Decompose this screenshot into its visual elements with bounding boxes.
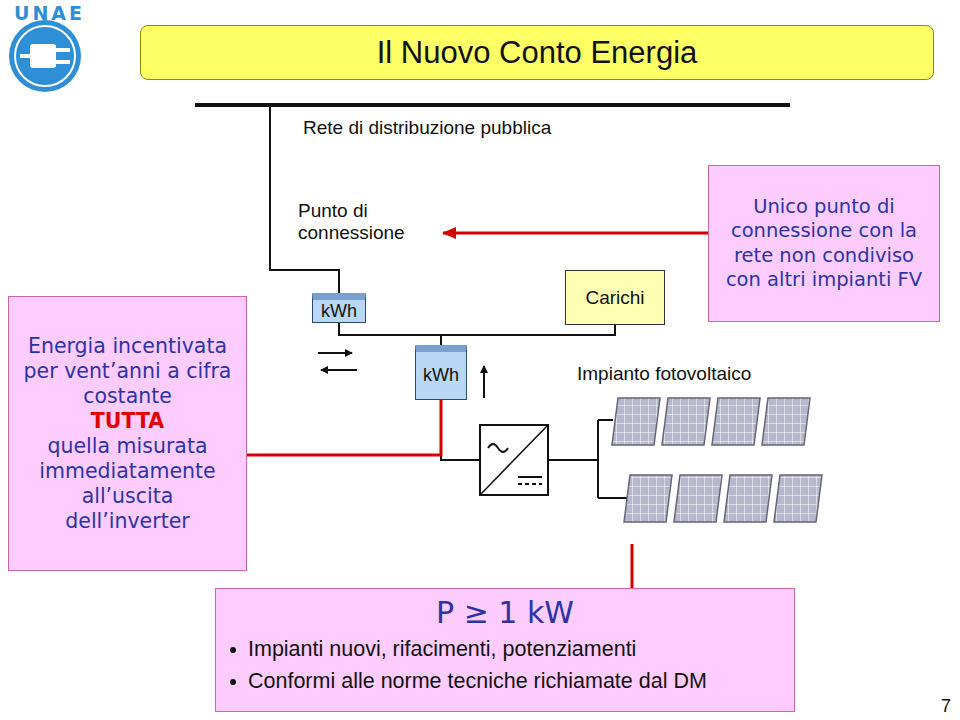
pv-module xyxy=(774,475,822,522)
pv-panels xyxy=(612,398,822,522)
connection-meter: Punto di connessione kWh xyxy=(298,200,443,325)
network-label: Rete di distribuzione pubblica xyxy=(303,117,551,138)
logo-text-holder: UNAE xyxy=(14,2,85,24)
inverter-symbol xyxy=(480,425,548,495)
title-text: Il Nuovo Conto Energia xyxy=(377,35,698,71)
box-text: TUTTA xyxy=(91,409,164,434)
region-label: Impianto fotovoltaico xyxy=(577,363,751,384)
loads-box: Carichi xyxy=(565,270,665,325)
box-text: Carichi xyxy=(585,287,644,309)
note-box: Unico punto di connessione con la rete n… xyxy=(708,165,940,322)
export-arrow xyxy=(318,352,352,354)
pv-module xyxy=(762,398,810,445)
meter-box: kWh xyxy=(312,293,366,323)
pv-module xyxy=(612,398,660,445)
bullet-text: Conformi alle norme tecniche richiamate … xyxy=(248,669,707,694)
meter-unit: kWh xyxy=(423,365,459,386)
incentive-box: Energia incentivata per vent’anni a cifr… xyxy=(8,296,247,571)
pv-module xyxy=(674,475,722,522)
pv-module xyxy=(712,398,760,445)
bullet-row: Conformi alle norme tecniche richiamate … xyxy=(228,669,782,694)
bullet-row: Impianti nuovi, rifacimenti, potenziamen… xyxy=(228,637,782,662)
network-label-holder: Rete di distribuzione pubblica xyxy=(303,117,551,139)
bullet-text: Impianti nuovi, rifacimenti, potenziamen… xyxy=(248,637,636,662)
page-number-holder: 7 xyxy=(941,696,951,717)
production-meter: kWh xyxy=(415,345,467,400)
bullet-dot xyxy=(230,679,236,685)
requirements-box: P ≥ 1 kW Impianti nuovi, rifacimenti, pot… xyxy=(215,588,795,712)
region-shape xyxy=(409,347,831,546)
connector xyxy=(443,232,708,235)
box-text: quella misurata immediatamente all’uscit… xyxy=(17,434,238,534)
logo-text: UNAE xyxy=(14,2,85,24)
box-text: Unico punto di connessione con la rete n… xyxy=(715,195,933,292)
connection-point-label: Punto di connessione xyxy=(298,200,437,244)
pv-module xyxy=(624,475,672,522)
meter-unit: kWh xyxy=(321,301,357,322)
import-arrow xyxy=(321,369,357,371)
power-threshold: P ≥ 1 kW xyxy=(228,595,782,630)
wires xyxy=(195,105,790,498)
title-bar: Il Nuovo Conto Energia xyxy=(140,25,934,80)
box-text: Energia incentivata per vent’anni a cifr… xyxy=(17,334,238,409)
bullet-dot xyxy=(230,647,236,653)
connector xyxy=(247,400,441,455)
connector xyxy=(631,544,634,588)
page-number: 7 xyxy=(941,696,951,716)
distribution-bus xyxy=(195,103,790,107)
pv-module xyxy=(662,398,710,445)
pv-plant-region: Impianto fotovoltaico kWh xyxy=(405,335,835,550)
pv-module xyxy=(724,475,772,522)
production-arrow xyxy=(483,366,485,398)
logo xyxy=(9,20,81,92)
